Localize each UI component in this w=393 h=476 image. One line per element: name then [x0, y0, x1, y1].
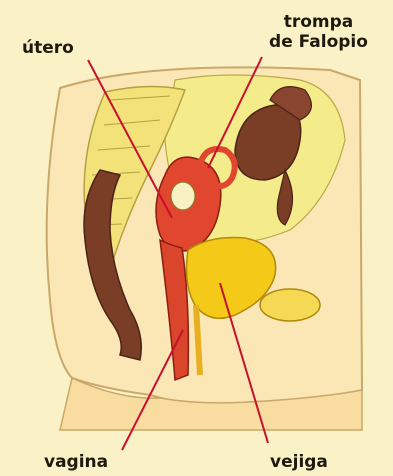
- ovary: [171, 182, 195, 210]
- label-trompa-line1: trompa: [256, 12, 381, 32]
- urethra: [196, 305, 200, 375]
- label-trompa-de-falopio: trompa de Falopio: [256, 12, 381, 52]
- label-utero: útero: [22, 38, 74, 58]
- label-vagina: vagina: [44, 452, 108, 472]
- pubic-bone: [260, 289, 320, 321]
- label-trompa-line2: de Falopio: [256, 32, 381, 52]
- label-vejiga: vejiga: [270, 452, 328, 472]
